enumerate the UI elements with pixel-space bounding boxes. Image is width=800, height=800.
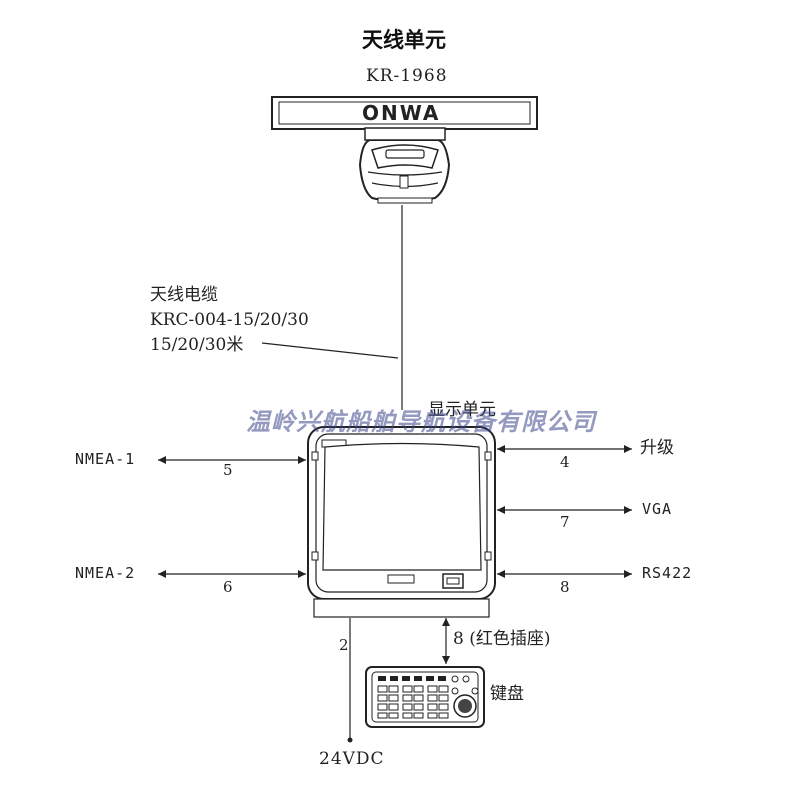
cable-label: 天线电缆 <box>150 285 218 305</box>
port-nmea2-label: NMEA-2 <box>75 564 136 582</box>
cable-label-pointer <box>261 342 399 359</box>
antenna-model: KR-1968 <box>366 66 448 86</box>
port-nmea2-number: 6 <box>223 578 233 596</box>
display-unit <box>307 426 496 618</box>
port-nmea1-label: NMEA-1 <box>75 450 136 468</box>
antenna-unit <box>271 96 538 204</box>
company-watermark: 温岭兴航船舶导航设备有限公司 <box>246 408 596 436</box>
keyboard-unit <box>365 666 485 728</box>
antenna-unit-title: 天线单元 <box>362 28 446 52</box>
port-vga-label: VGA <box>642 500 673 518</box>
port-rs422-label: RS422 <box>642 564 693 582</box>
cable-length: 15/20/30米 <box>150 335 244 355</box>
port-vga-number: 7 <box>560 513 570 531</box>
port-upgrade-number: 4 <box>560 453 570 471</box>
power-label: 24VDC <box>319 749 385 769</box>
keyboard-connector-label: 8 (红色插座) <box>453 629 551 649</box>
keyboard-label: 键盘 <box>490 684 524 704</box>
port-rs422-number: 8 <box>560 578 570 596</box>
port-lines <box>158 445 632 743</box>
brand-logo: ONWA <box>362 101 441 125</box>
cable-model: KRC-004-15/20/30 <box>150 310 309 330</box>
port-nmea1-number: 5 <box>223 461 233 479</box>
power-cable-number: 2 <box>339 636 349 654</box>
port-upgrade-label: 升级 <box>640 438 674 458</box>
display-unit-label: 显示单元 <box>428 400 496 420</box>
